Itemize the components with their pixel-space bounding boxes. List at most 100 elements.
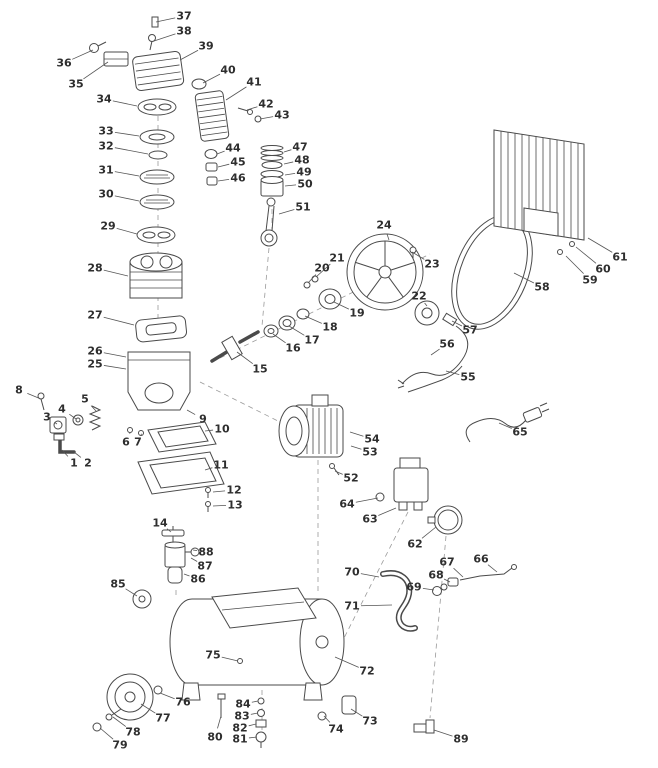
leader-line-10 (204, 429, 214, 432)
leader-line-63 (378, 507, 397, 516)
leader-line-7 (140, 433, 142, 436)
leader-line-79 (99, 727, 114, 740)
leader-line-75 (221, 656, 239, 662)
part-number-74: 74 (328, 723, 344, 736)
leader-line-64 (355, 497, 379, 503)
leader-line-38 (153, 33, 176, 42)
leader-line-55 (445, 370, 460, 376)
part-number-27: 27 (87, 309, 102, 322)
part-number-54: 54 (364, 433, 380, 446)
motor-pulley (414, 300, 440, 326)
part-number-14: 14 (152, 517, 168, 530)
leader-line-40 (202, 73, 221, 84)
part-number-25: 25 (87, 358, 102, 371)
leader-line-70 (360, 573, 380, 578)
drain-parts (217, 693, 267, 748)
leader-line-56 (430, 348, 440, 356)
leader-line-80 (217, 715, 222, 729)
leader-line-15 (236, 351, 254, 364)
part-callout-58: 58 (513, 272, 550, 294)
leader-line-1 (61, 449, 69, 457)
part-number-15: 15 (252, 363, 267, 376)
part-number-22: 22 (411, 290, 426, 303)
leader-line-24 (386, 233, 390, 241)
part-callout-76: 76 (159, 692, 191, 709)
leader-line-68 (443, 578, 451, 583)
part-callout-56: 56 (430, 338, 455, 356)
part-number-59: 59 (582, 274, 597, 287)
part-callout-38: 38 (153, 25, 192, 42)
part-number-89: 89 (453, 733, 468, 746)
part-callout-86: 86 (183, 573, 206, 586)
part-number-23: 23 (424, 258, 439, 271)
leader-line-67 (453, 567, 464, 578)
part-callout-4: 4 (58, 403, 77, 420)
part-callout-17: 17 (288, 325, 320, 347)
leader-line-23 (411, 251, 425, 260)
motor (278, 394, 344, 476)
part-number-87: 87 (197, 560, 212, 573)
leader-line-28 (103, 269, 129, 277)
part-callout-62: 62 (407, 526, 437, 551)
part-number-28: 28 (87, 262, 102, 275)
part-number-18: 18 (322, 321, 337, 334)
leader-line-69 (422, 587, 435, 591)
part-callout-40: 40 (202, 64, 236, 84)
part-callout-45: 45 (217, 156, 246, 169)
leader-line-43 (259, 116, 274, 120)
leader-line-58 (513, 272, 535, 284)
pressure-gauge (427, 505, 463, 535)
part-callout-83: 83 (234, 710, 259, 723)
part-number-61: 61 (612, 251, 627, 264)
part-callout-73: 73 (350, 708, 378, 728)
part-callout-48: 48 (283, 154, 310, 167)
leader-line-42 (246, 106, 258, 111)
air-filter (191, 78, 262, 142)
part-callout-6: 6 (122, 432, 131, 449)
part-number-70: 70 (344, 566, 360, 579)
leader-line-30 (114, 195, 140, 202)
part-callout-69: 69 (406, 581, 435, 594)
part-number-66: 66 (473, 553, 489, 566)
part-number-77: 77 (155, 712, 170, 725)
leader-line-50 (284, 184, 297, 187)
part-number-40: 40 (220, 64, 236, 77)
leader-line-36 (72, 49, 94, 60)
part-number-68: 68 (428, 569, 443, 582)
part-number-13: 13 (227, 499, 242, 512)
leader-line-9 (186, 409, 196, 415)
part-callout-53: 53 (350, 446, 378, 459)
leader-line-11 (204, 467, 213, 471)
leader-line-88 (192, 549, 198, 552)
part-number-1: 1 (70, 457, 78, 470)
part-callout-81: 81 (232, 733, 258, 746)
part-callout-12: 12 (212, 484, 242, 497)
leader-line-33 (114, 131, 140, 137)
leader-line-13 (212, 505, 227, 507)
part-callout-25: 25 (87, 358, 127, 371)
part-number-69: 69 (406, 581, 421, 594)
top-fasteners (89, 16, 159, 67)
part-callout-1: 1 (61, 449, 78, 470)
leader-line-65 (498, 422, 512, 429)
part-callout-30: 30 (98, 188, 140, 202)
part-number-2: 2 (84, 457, 92, 470)
part-number-46: 46 (230, 172, 246, 185)
leader-line-4 (69, 413, 77, 420)
part-callout-15: 15 (236, 351, 268, 376)
part-callout-37: 37 (155, 10, 192, 23)
leader-line-84 (251, 700, 259, 703)
leader-line-71 (360, 604, 393, 607)
part-callout-29: 29 (100, 220, 138, 235)
leader-line-25 (103, 365, 127, 370)
part-number-6: 6 (122, 436, 130, 449)
part-callout-44: 44 (216, 142, 241, 155)
leader-line-54 (349, 431, 364, 437)
part-callout-87: 87 (190, 557, 213, 573)
part-callout-35: 35 (68, 61, 109, 91)
part-number-83: 83 (234, 710, 249, 723)
leader-line-72 (334, 656, 359, 668)
part-number-55: 55 (460, 371, 475, 384)
part-callout-57: 57 (451, 320, 478, 337)
